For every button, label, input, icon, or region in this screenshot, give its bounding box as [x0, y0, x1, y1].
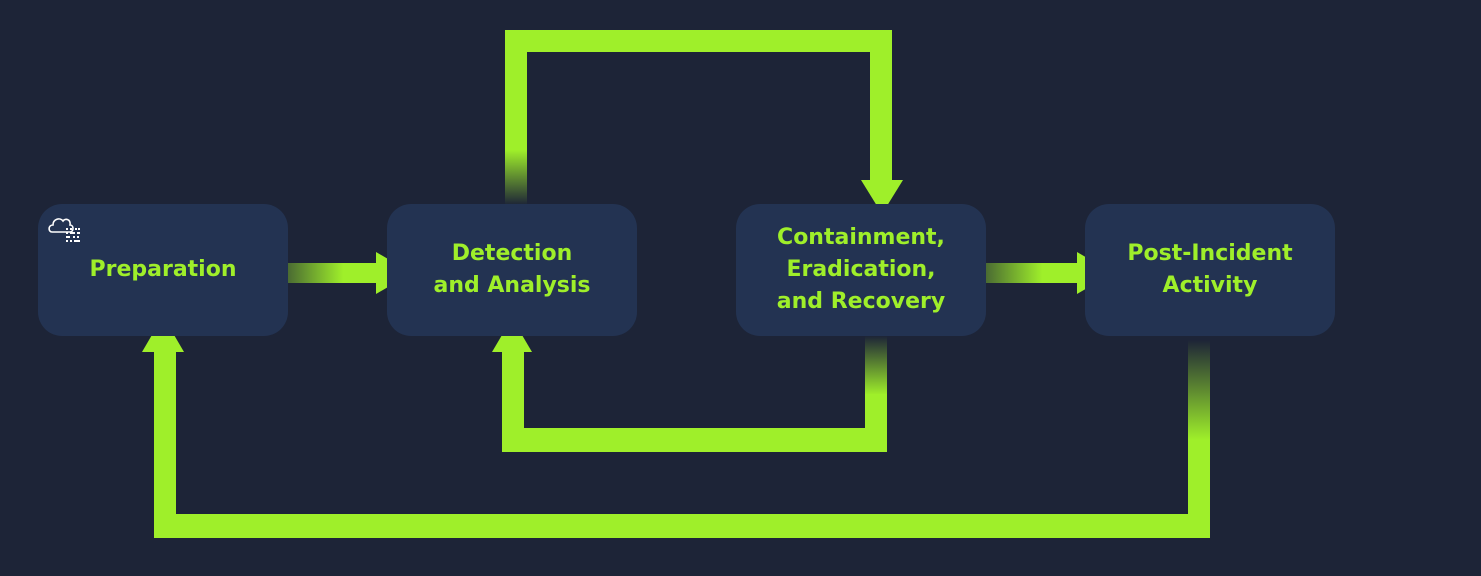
phase-post-incident-label: Post-Incident Activity — [1127, 241, 1293, 298]
phase-detection-box: Detection and Analysis — [387, 204, 637, 336]
arrow-containment-to-detection — [492, 318, 887, 452]
cloud-binary-logo-icon — [48, 218, 80, 242]
arrow-post-incident-to-preparation — [142, 316, 1210, 538]
arrow-detection-to-containment — [505, 30, 903, 214]
phase-detection-label: Detection and Analysis — [433, 241, 591, 298]
phase-post-incident-box: Post-Incident Activity — [1085, 204, 1335, 336]
phase-preparation-label: Preparation — [89, 257, 237, 282]
phase-containment-label: Containment, Eradication, and Recovery — [776, 225, 946, 314]
phase-containment-box: Containment, Eradication, and Recovery — [736, 204, 986, 336]
phase-preparation-box: Preparation — [38, 204, 288, 336]
